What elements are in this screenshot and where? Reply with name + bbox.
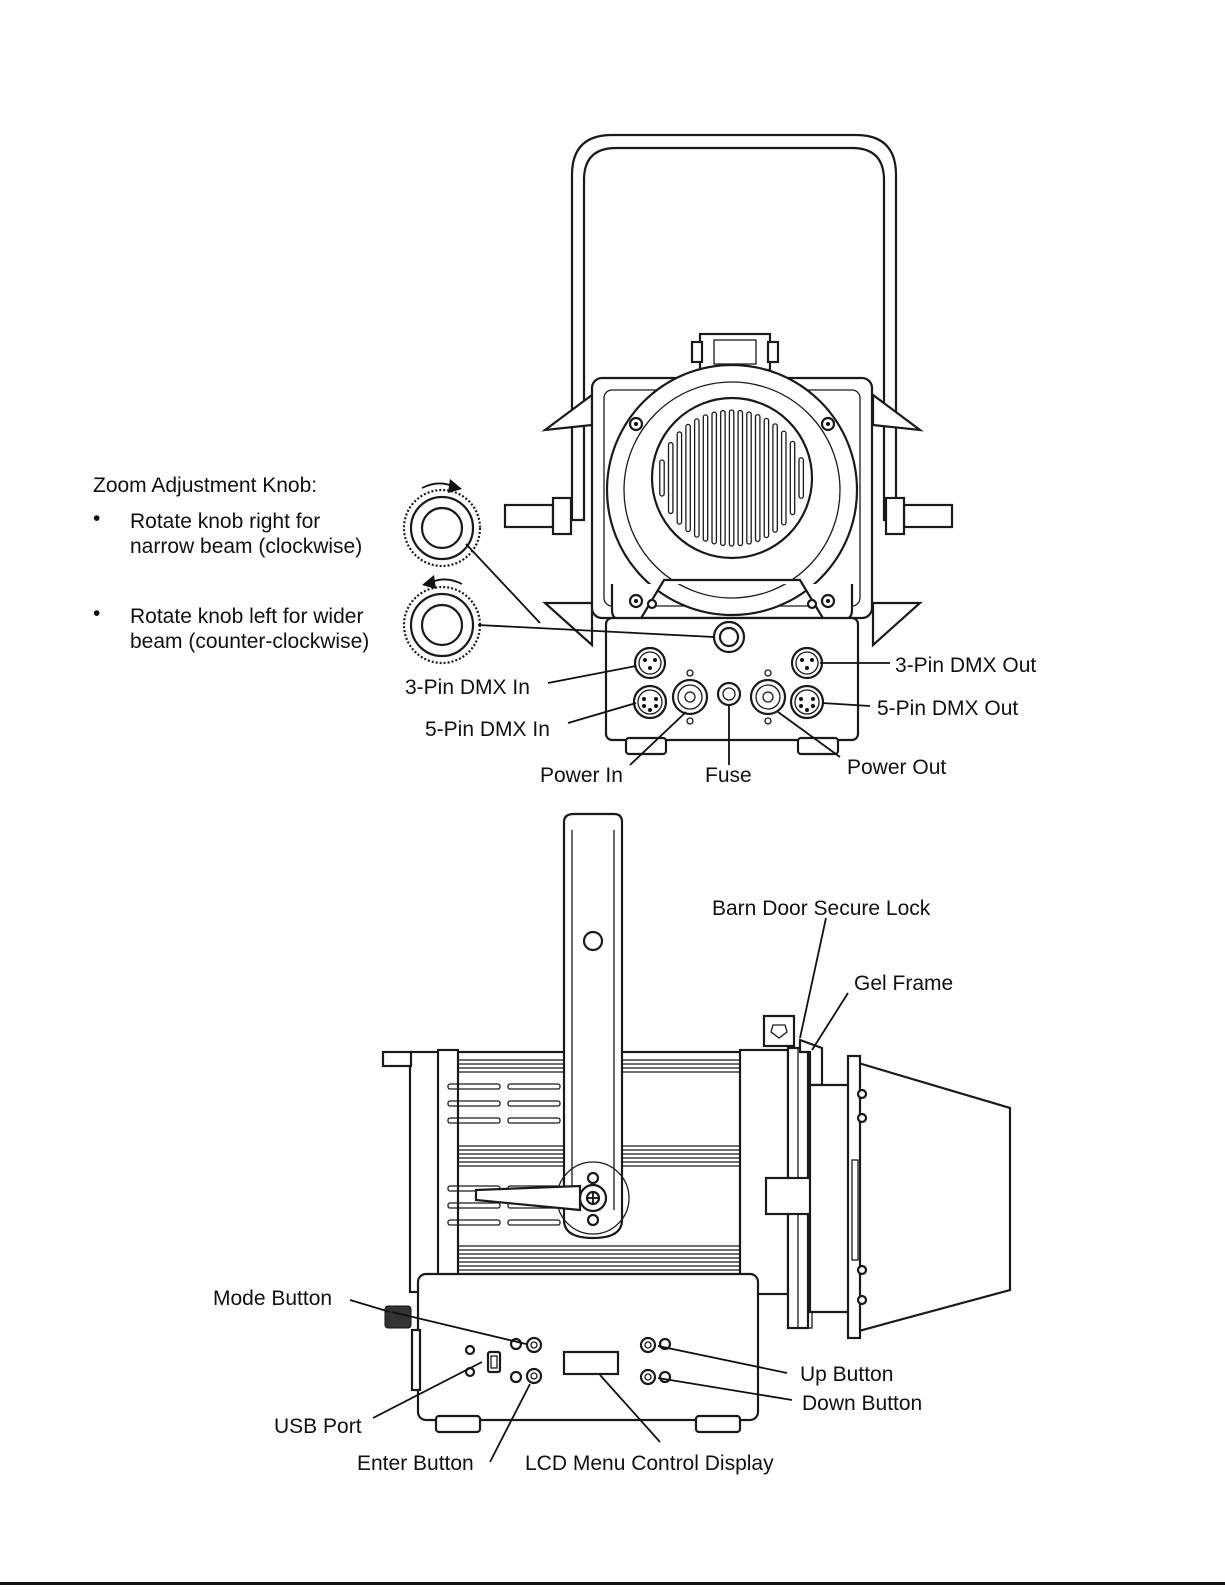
vent-slot [685,423,691,533]
zoom-knob-heading: Zoom Adjustment Knob: [93,474,317,497]
label-3pin-dmx-in: 3-Pin DMX In [405,676,530,699]
power-in-connector[interactable] [671,669,709,725]
label-up-button: Up Button [800,1363,893,1386]
lcd-menu-control-display [562,1350,620,1376]
bullet-1-line-1: Rotate knob right for [130,510,320,533]
yoke-arm [556,812,630,1240]
label-down-button: Down Button [802,1392,922,1415]
label-fuse: Fuse [705,764,752,787]
bullet-2-glyph: • [93,602,100,625]
label-mode-button: Mode Button [213,1287,332,1310]
housing-screws [628,416,836,610]
zoom-knob-counter-clockwise-illustration [402,575,482,665]
vent-slot [754,413,761,543]
dmx-3pin-out-connector[interactable] [790,646,824,680]
bullet-2-line-2: beam (counter-clockwise) [130,630,369,653]
zoom-knob-clockwise-illustration [402,479,482,568]
label-usb-port: USB Port [274,1415,362,1438]
vent-slot [676,431,683,525]
vent-slot [711,411,718,545]
label-power-in: Power In [540,764,623,787]
label-gel-frame: Gel Frame [854,972,953,995]
rear-view-leader-lines [465,543,890,766]
vent-slot [772,423,778,533]
vent-slot [737,409,744,547]
side-view-fixture [381,812,1012,1434]
tilt-lock-handle[interactable] [474,1183,608,1213]
label-power-out: Power Out [847,756,946,779]
page-bottom-rule [0,1582,1225,1585]
label-5pin-dmx-out: 5-Pin DMX Out [877,697,1018,720]
zoom-adjustment-knob[interactable] [712,620,746,654]
vent-slot [728,409,735,547]
bullet-1-line-2: narrow beam (clockwise) [130,535,362,558]
side-view-leader-lines [349,917,849,1463]
label-barn-door-secure-lock: Barn Door Secure Lock [712,897,931,920]
rear-view-fixture [503,133,954,756]
barn-door-secure-lock[interactable] [762,1014,796,1048]
power-out-connector[interactable] [749,669,787,725]
vent-slot [702,414,709,542]
enter-button[interactable] [509,1367,543,1385]
dmx-3pin-in-connector[interactable] [633,646,667,680]
vent-slot [667,441,674,515]
yoke-lock-knob-left [503,496,573,536]
side-view-labels: Barn Door Secure Lock Gel Frame Mode But… [213,897,953,1475]
label-3pin-dmx-out: 3-Pin DMX Out [895,654,1036,677]
barn-door-leaves [808,1054,1012,1340]
rear-view-labels: 3-Pin DMX In 5-Pin DMX In Power In Fuse … [405,654,1036,787]
control-panel-housing [410,1272,760,1434]
vent-slot [780,430,787,526]
vent-grille [650,396,814,560]
vent-slot [720,409,726,547]
vent-slot [798,457,805,499]
zoom-knob-instructions: Zoom Adjustment Knob: • Rotate knob righ… [93,474,369,653]
label-enter-button: Enter Button [357,1452,474,1475]
dmx-5pin-out-connector[interactable] [789,684,825,720]
dmx-5pin-in-connector[interactable] [632,684,668,720]
counter-clockwise-arrowhead [422,575,436,589]
fuse-holder[interactable] [716,681,742,707]
clockwise-arrowhead [448,479,462,493]
counter-clockwise-arrow-icon [431,578,463,585]
vent-slot [763,417,770,539]
vent-slot [693,418,700,538]
vent-slot [789,440,796,516]
usb-port[interactable] [464,1344,502,1378]
label-5pin-dmx-in: 5-Pin DMX In [425,718,550,741]
yoke-lock-knob-right [884,496,954,536]
bullet-2-line-1: Rotate knob left for wider [130,605,363,628]
mode-button[interactable] [384,1305,543,1354]
vent-slot [659,459,665,497]
up-button[interactable] [639,1336,672,1354]
clockwise-arrow-icon [421,482,453,489]
vent-slot [746,411,752,545]
bullet-1-glyph: • [93,507,100,530]
label-lcd-menu-control-display: LCD Menu Control Display [525,1452,774,1475]
